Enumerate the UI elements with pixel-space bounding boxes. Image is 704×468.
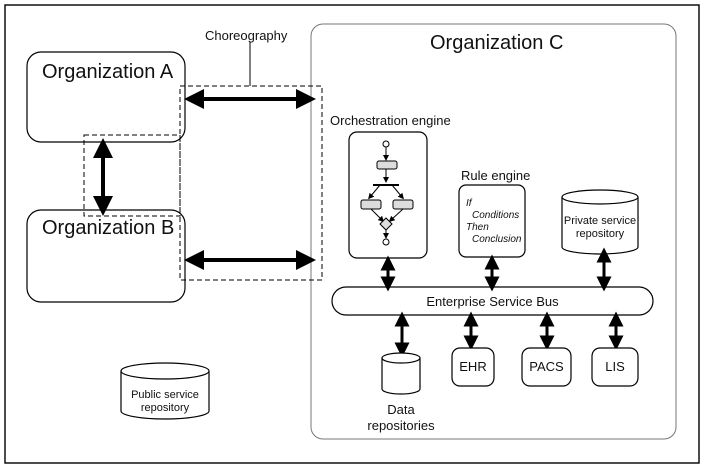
rule-engine-line-conditions: Conditions (472, 210, 520, 221)
choreography-label: Choreography (205, 28, 288, 43)
data-repositories-label-1: Data (387, 402, 415, 417)
private-repo-line-2: repository (575, 228, 625, 240)
organization-b-title: Organization B (42, 217, 175, 239)
organization-c-title: Organization C (430, 32, 564, 54)
rule-engine-label: Rule engine (461, 168, 531, 183)
pacs-label: PACS (529, 359, 564, 374)
esb-label: Enterprise Service Bus (426, 294, 559, 309)
private-repo-line-1: Private service (563, 215, 637, 227)
public-repo-line-2: repository (140, 402, 190, 414)
pacs-box (521, 347, 572, 387)
orchestration-engine-box (348, 131, 428, 259)
lis-label: LIS (605, 359, 625, 374)
data-repositories-label-2: repositories (367, 418, 435, 433)
outer-frame (4, 4, 700, 464)
rule-engine-line-conclusion: Conclusion (472, 234, 522, 245)
lis-box (591, 347, 639, 387)
choreography-region (83, 85, 323, 281)
organization-a-title: Organization A (42, 61, 174, 83)
workflow-icon (360, 140, 414, 246)
public-repository-cylinder (120, 362, 210, 420)
data-repositories-cylinder (381, 352, 421, 395)
rule-engine-line-if: If (466, 198, 472, 209)
orchestration-engine-label: Orchestration engine (330, 113, 451, 128)
esb-connectors (380, 247, 624, 358)
ehr-box (451, 347, 495, 387)
ehr-label: EHR (459, 359, 487, 374)
rule-engine-line-then: Then (466, 222, 489, 233)
public-repo-line-1: Public service (131, 389, 199, 401)
